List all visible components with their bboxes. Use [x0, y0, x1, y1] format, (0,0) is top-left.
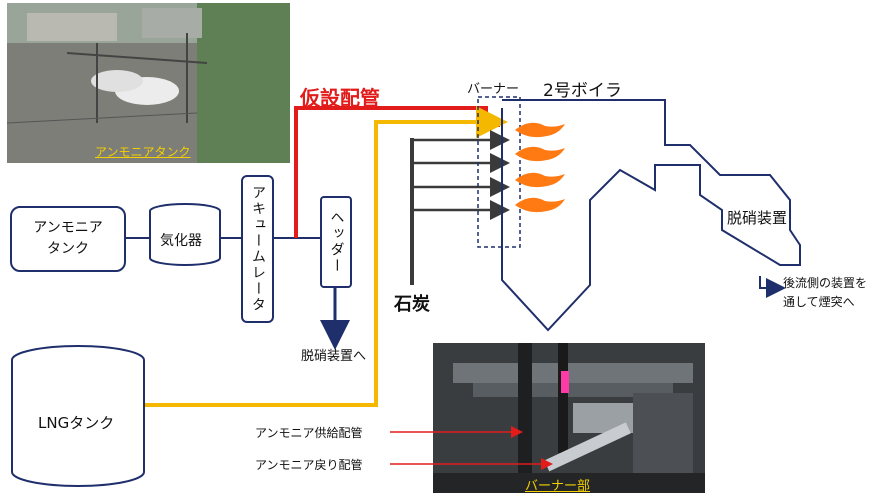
header-box: ヘッダー: [320, 196, 352, 288]
lng-tank-label: LNGタンク: [38, 414, 115, 432]
ammonia-tank-box: アンモニア タンク: [10, 206, 126, 272]
ammonia-supply-pipe-label: アンモニア供給配管: [255, 426, 363, 440]
ammonia-tank-photo-illustration: [7, 3, 290, 163]
ammonia-tank-photo: アンモニアタンク: [7, 3, 290, 163]
vaporizer-label: 気化器: [160, 233, 202, 249]
to-denitration-label: 脱硝装置へ: [301, 349, 367, 364]
ammonia-tank-photo-caption: アンモニアタンク: [95, 145, 191, 159]
burner-section-photo: バーナー部: [433, 343, 705, 493]
burner-section-photo-illustration: [433, 343, 705, 493]
header-label: ヘッダー: [328, 210, 345, 274]
coal-label: 石炭: [394, 294, 430, 315]
burner-section-photo-caption: バーナー部: [525, 479, 591, 493]
burner-label: バーナー: [467, 82, 520, 97]
ammonia-return-pipe-label: アンモニア戻り配管: [255, 458, 363, 472]
flame-icons: [515, 122, 565, 213]
boiler-label: 2号ボイラ: [543, 81, 622, 101]
temporary-pipe-title: 仮設配管: [300, 86, 380, 110]
accumulator-box: アキュームレータ: [241, 175, 274, 323]
accumulator-label: アキュームレータ: [250, 185, 266, 313]
downstream-label: 後流側の装置を 通して煙突へ: [783, 276, 868, 310]
denitration-device-label: 脱硝装置: [727, 209, 788, 227]
